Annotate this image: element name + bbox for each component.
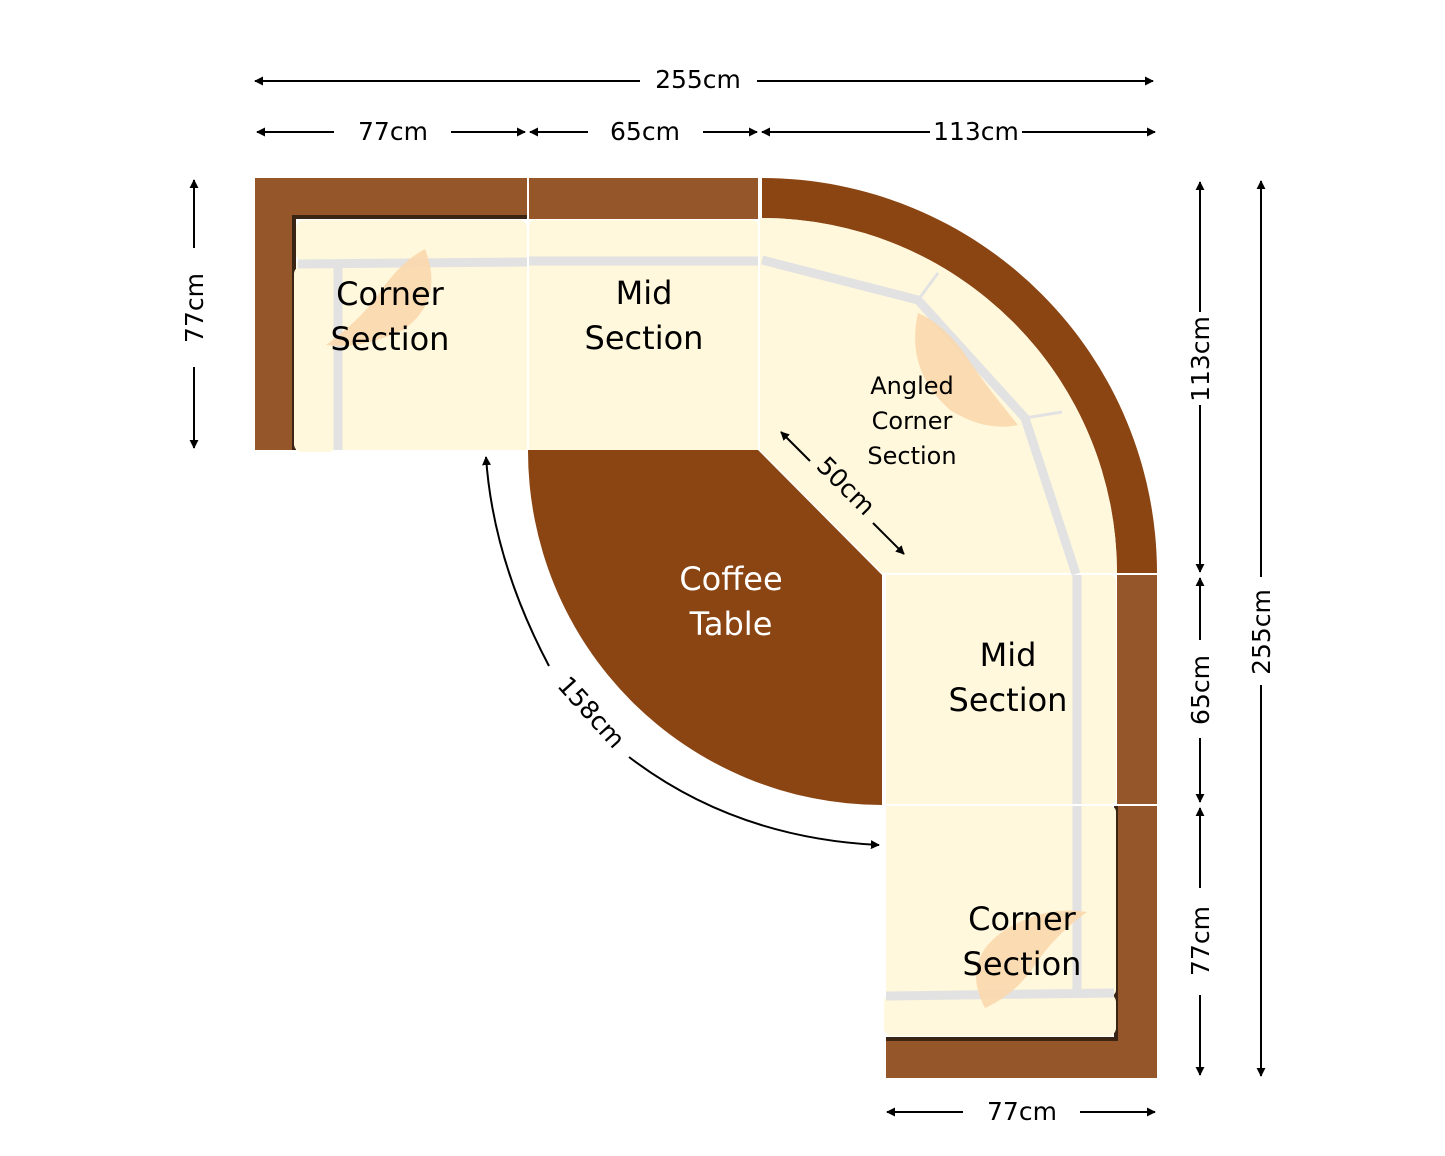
dim-angled-top-width: 113cm: [933, 117, 1019, 146]
corner-top-arm-cushion: [294, 266, 336, 452]
angled-corner-section: Angled Corner Section: [760, 178, 1157, 576]
corner-bottom-frame: [886, 806, 1157, 1078]
dim-left-depth: 77cm: [180, 273, 209, 343]
corner-bottom-arm-cushion: [884, 994, 1116, 1036]
corner-top-back-cushion: [296, 220, 527, 262]
angled-label-line2: Corner: [872, 407, 953, 435]
dim-line-diagonal-bottom: [872, 522, 905, 555]
dim-total-width: 255cm: [655, 65, 741, 94]
coffee-table-label-line1: Coffee: [679, 560, 782, 598]
angled-frame: [762, 178, 1157, 573]
mid-right-back-cushion: [1076, 575, 1116, 804]
mid-top-frame: [529, 178, 758, 219]
angled-back-seam: [760, 255, 1081, 576]
dim-corner-bottom-width: 77cm: [987, 1097, 1057, 1126]
mid-right-frame: [1117, 575, 1157, 804]
corner-section-top: Corner Section: [255, 178, 528, 452]
coffee-table-label-line2: Table: [689, 605, 773, 643]
pillow-icon: [915, 313, 1018, 427]
corner-bottom-label-line2: Section: [963, 945, 1082, 983]
corner-bottom-back-cushion: [1076, 806, 1116, 996]
mid-section-right: Mid Section: [886, 575, 1157, 804]
angled-label-line1: Angled: [870, 372, 954, 400]
dim-line-diagonal-top: [780, 431, 811, 462]
mid-right-label-line2: Section: [949, 681, 1068, 719]
corner-section-bottom: Corner Section: [884, 806, 1157, 1078]
mid-top-label-line1: Mid: [616, 274, 673, 312]
angled-label-line3: Section: [867, 442, 956, 470]
dim-mid-top-width: 65cm: [610, 117, 680, 146]
mid-top-seat: [529, 262, 758, 450]
dim-angled-right-depth: 113cm: [1186, 316, 1215, 402]
pillow-icon: [976, 910, 1087, 1008]
coffee-table: [527, 450, 882, 805]
mid-right-label-line1: Mid: [980, 636, 1037, 674]
mid-top-back-cushion: [529, 220, 758, 262]
mid-top-label-line2: Section: [585, 319, 704, 357]
corner-bottom-label-line1: Corner: [968, 900, 1076, 938]
corner-top-frame: [255, 178, 527, 450]
dim-mid-right-depth: 65cm: [1186, 655, 1215, 725]
dim-arc-upper: [482, 456, 550, 667]
angled-cushion-divider: [916, 272, 1063, 420]
corner-top-label-line2: Section: [331, 320, 450, 358]
mid-section-top: Mid Section: [529, 178, 758, 450]
dim-corner-left-width: 77cm: [358, 117, 428, 146]
dim-total-depth: 255cm: [1247, 589, 1276, 675]
dimension-lines: [189, 76, 1266, 1117]
pillow-icon: [326, 249, 432, 346]
dim-arc-lower: [628, 756, 880, 850]
dim-corner-bottom-depth: 77cm: [1186, 906, 1215, 976]
corner-top-label-line1: Corner: [336, 275, 444, 313]
mid-right-seat: [886, 575, 1076, 804]
